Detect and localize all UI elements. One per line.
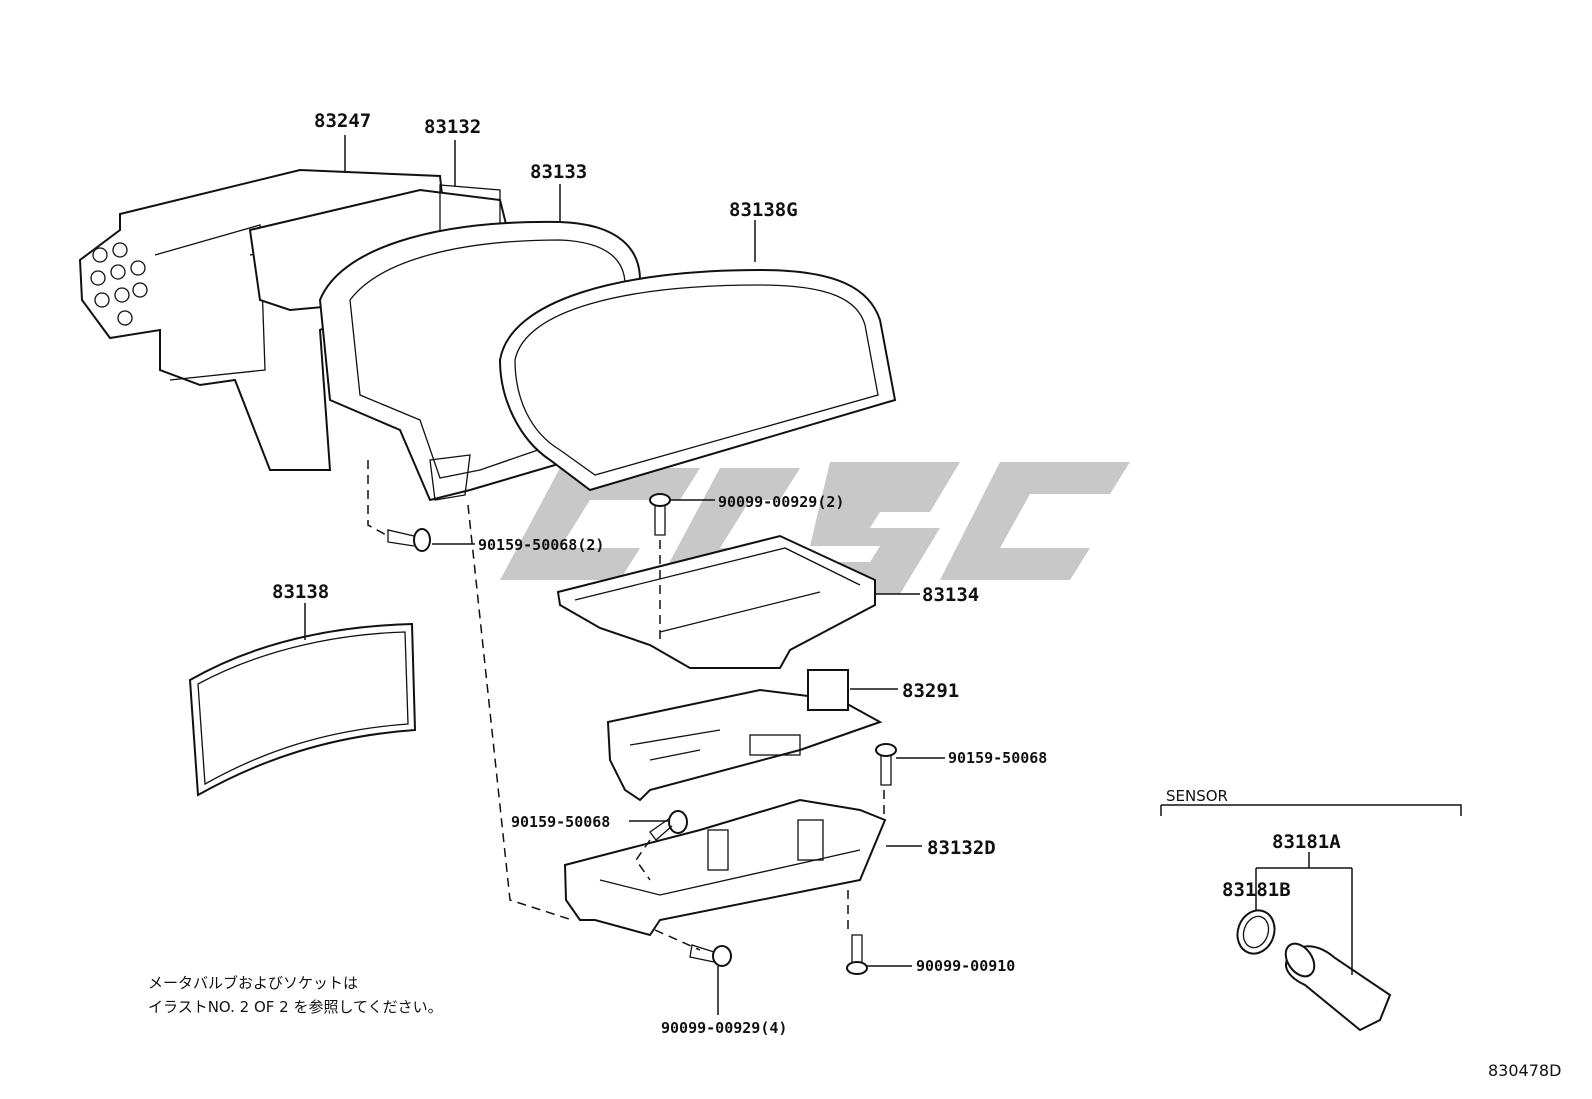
- part-label-83138[interactable]: 83138: [272, 581, 329, 603]
- leader-lines: [304, 135, 1462, 1015]
- screw-icon: [875, 743, 897, 786]
- o-ring-83181B: [1236, 909, 1276, 955]
- part-label-83132[interactable]: 83132: [424, 116, 481, 138]
- part-label-83138G[interactable]: 83138G: [729, 199, 798, 221]
- part-label-90099-00910[interactable]: 90099-00910: [916, 957, 1015, 975]
- lens-83138: [188, 622, 417, 797]
- part-label-83247[interactable]: 83247: [314, 110, 371, 132]
- screw-icon: [649, 493, 671, 536]
- part-label-90099-00929-4[interactable]: 90099-00929(4): [661, 1019, 787, 1037]
- part-label-90159-50068-b[interactable]: 90159-50068: [511, 813, 610, 831]
- figure-id: 830478D: [1488, 1061, 1561, 1080]
- part-label-83291[interactable]: 83291: [902, 680, 959, 702]
- part-label-83181A[interactable]: 83181A: [1272, 831, 1341, 853]
- cover-83132D: [563, 798, 887, 937]
- part-label-83132D[interactable]: 83132D: [927, 837, 996, 859]
- speed-sensor-83181A: [1284, 942, 1392, 1032]
- screw-icon: [387, 528, 431, 552]
- part-label-83134[interactable]: 83134: [922, 584, 979, 606]
- part-label-90159-50068-2[interactable]: 90159-50068(2): [478, 536, 604, 554]
- part-label-83133[interactable]: 83133: [530, 161, 587, 183]
- part-label-83181B[interactable]: 83181B: [1222, 879, 1291, 901]
- lens-frame-83138G: [498, 268, 897, 492]
- board-83134: [556, 534, 876, 669]
- section-heading-sensor: SENSOR: [1166, 787, 1228, 805]
- printed-circuit-83291: [606, 669, 883, 802]
- note-line-2: イラストNO. 2 OF 2 を参照してください。: [148, 998, 443, 1016]
- screw-icon: [689, 944, 732, 967]
- screw-icon: [846, 934, 868, 975]
- note-line-1: メータバルブおよびソケットは: [148, 974, 358, 992]
- assembly-lines: [367, 460, 885, 951]
- screw-icon: [649, 810, 688, 841]
- part-label-90159-50068-a[interactable]: 90159-50068: [948, 749, 1047, 767]
- part-label-90099-00929-2[interactable]: 90099-00929(2): [718, 493, 844, 511]
